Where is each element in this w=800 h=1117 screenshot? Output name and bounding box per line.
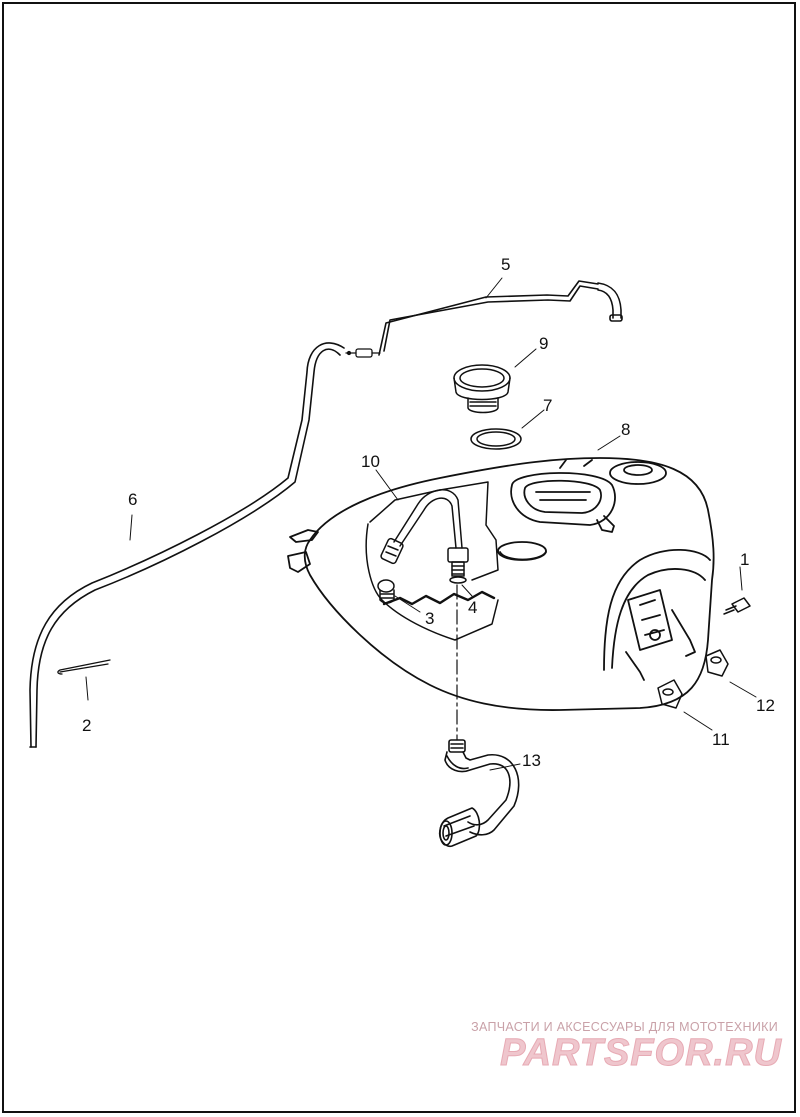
leader-lines [85, 277, 757, 771]
vent-tube [378, 280, 623, 356]
callout-2: 2 [82, 716, 91, 735]
vent-hose [29, 342, 345, 748]
callout-5: 5 [501, 255, 510, 274]
rubber-mount-upper [705, 649, 729, 677]
callout-6: 6 [128, 490, 137, 509]
mount-bolt [723, 597, 751, 615]
tank-cutaway [365, 481, 499, 641]
callout-10: 10 [361, 452, 380, 471]
clip [57, 659, 111, 675]
callout-9: 9 [539, 334, 548, 353]
callout-12: 12 [756, 696, 775, 715]
fuel-cap [453, 364, 511, 414]
callout-4: 4 [468, 598, 477, 617]
callout-1: 1 [740, 550, 749, 569]
callout-13: 13 [522, 751, 541, 770]
fuel-valve-fitting [447, 547, 469, 584]
callout-8: 8 [621, 420, 630, 439]
watermark-tagline: ЗАПЧАСТИ И АКСЕССУАРЫ ДЛЯ МОТОТЕХНИКИ [471, 1020, 778, 1034]
callout-labels: 1 2 3 4 5 6 7 8 9 10 11 12 13 [82, 255, 775, 770]
callout-3: 3 [425, 609, 434, 628]
callout-7: 7 [543, 396, 552, 415]
gasket [470, 428, 522, 450]
fuel-tank [287, 457, 715, 711]
callout-11: 11 [712, 730, 730, 749]
drain-fitting [377, 579, 395, 604]
vent-fitting [345, 348, 381, 358]
watermark-logo: PARTSFOR.RU [500, 1032, 782, 1075]
rubber-mount-lower [657, 679, 683, 709]
fuel-supply-hose [438, 739, 520, 848]
crossover-line [380, 489, 463, 565]
